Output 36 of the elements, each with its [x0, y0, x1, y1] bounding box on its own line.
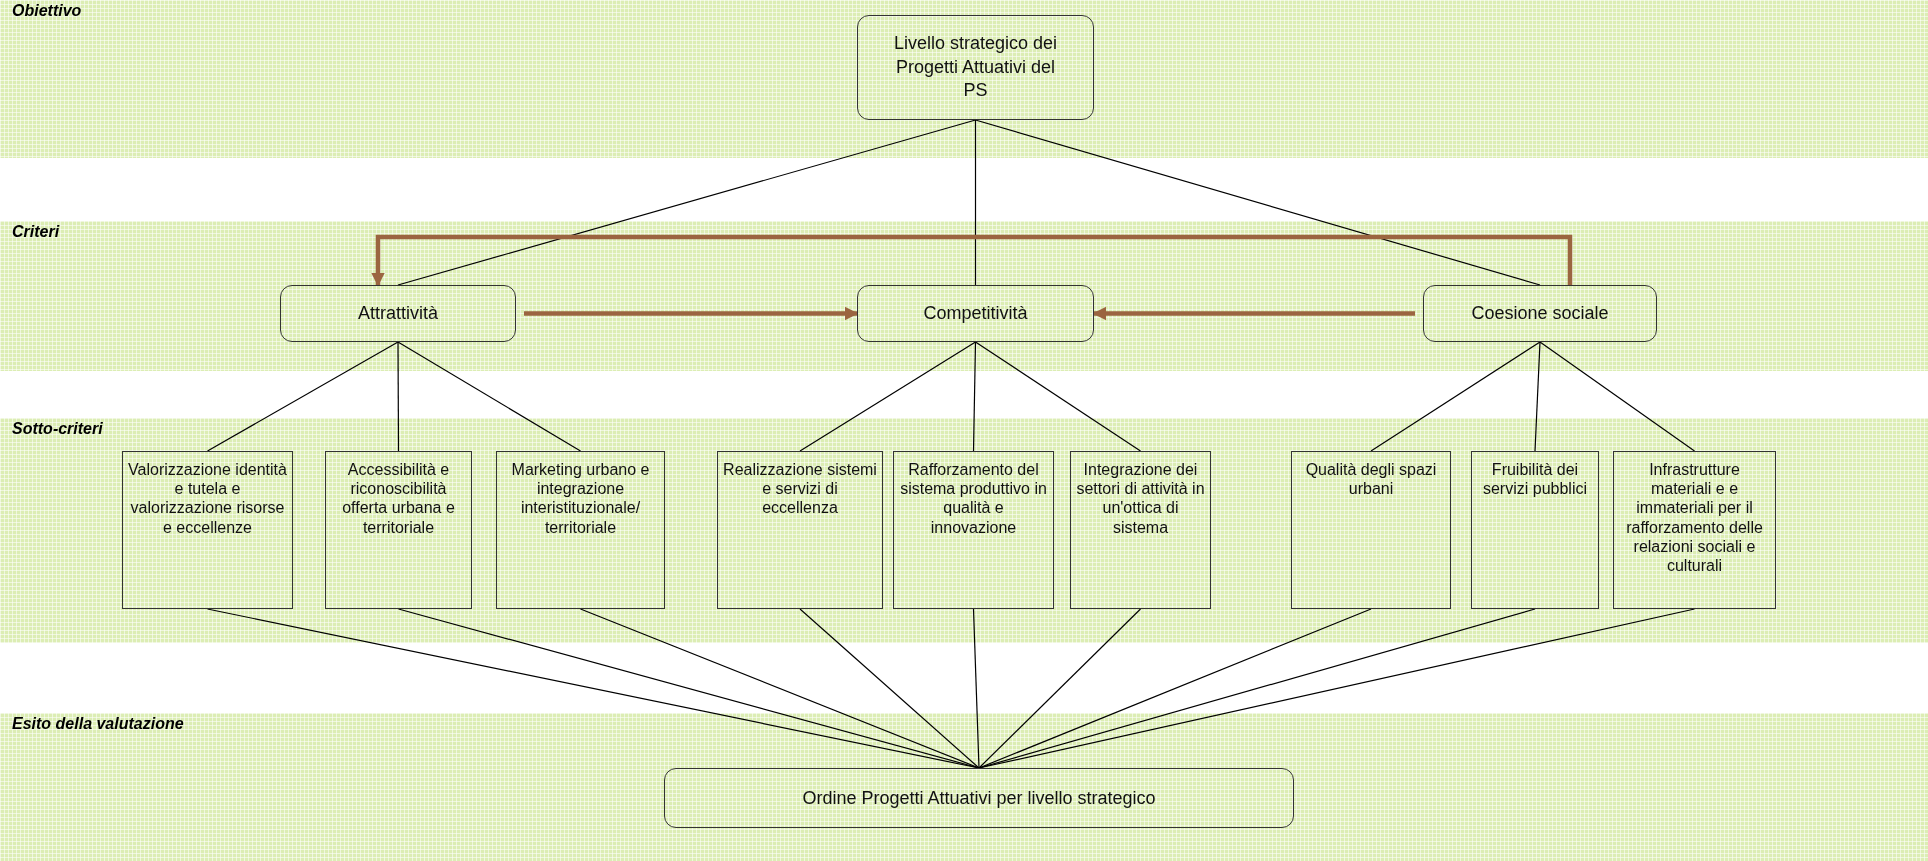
sub-criterion-box: Marketing urbano e integrazione interistituzionale/ territoriale — [496, 451, 665, 609]
band-label: Criteri — [12, 223, 60, 241]
band-panel — [0, 221, 1928, 371]
sub-criterion-box: Qualità degli spazi urbani — [1291, 451, 1451, 609]
sub-criterion-box: Rafforzamento del sistema produttivo in qualità e innovazione — [893, 451, 1054, 609]
sub-criterion-box: Infrastrutture materiali e e immateriali per il rafforzamento delle relazioni sociali e culturali — [1613, 451, 1776, 609]
connector-line — [974, 119, 977, 286]
sub-criterion-box: Accessibilità e riconoscibilità offerta urbana e territoriale — [325, 451, 472, 609]
sub-criterion-box: Fruibilità dei servizi pubblici — [1471, 451, 1599, 609]
connector-line — [978, 608, 1372, 769]
result-box: Ordine Progetti Attuativi per livello strategico — [664, 768, 1294, 828]
band-label: Sotto-criteri — [12, 420, 103, 438]
connector-line — [397, 119, 977, 286]
connector-line — [799, 608, 980, 769]
connector-line — [1534, 341, 1541, 452]
connector-line — [972, 608, 980, 769]
band-panel — [0, 713, 1928, 861]
goal-box: Livello strategico dei Progetti Attuativi del PS — [857, 15, 1094, 120]
criterion-box: Coesione sociale — [1423, 285, 1657, 342]
band-panel — [0, 418, 1928, 643]
connector-line — [974, 119, 1541, 286]
sub-criterion-box: Valorizzazione identità e tutela e valorizzazione risorse e eccellenze — [122, 451, 293, 609]
connector-line — [579, 608, 980, 769]
sub-criterion-box: Realizzazione sistemi e servizi di eccellenza — [717, 451, 883, 609]
arrow — [524, 306, 859, 321]
connector-line — [972, 341, 977, 452]
band-panel — [0, 0, 1928, 158]
sub-criterion-box: Integrazione dei settori di attività in un'ottica di sistema — [1070, 451, 1211, 609]
criterion-box: Competitività — [857, 285, 1094, 342]
connector-line — [397, 341, 400, 452]
arrow — [371, 234, 1573, 287]
arrow — [1092, 306, 1415, 321]
connector-line — [978, 608, 1696, 769]
band-label: Obiettivo — [12, 2, 82, 20]
band-label: Esito della valutazione — [12, 715, 184, 733]
criterion-box: Attrattività — [280, 285, 516, 342]
